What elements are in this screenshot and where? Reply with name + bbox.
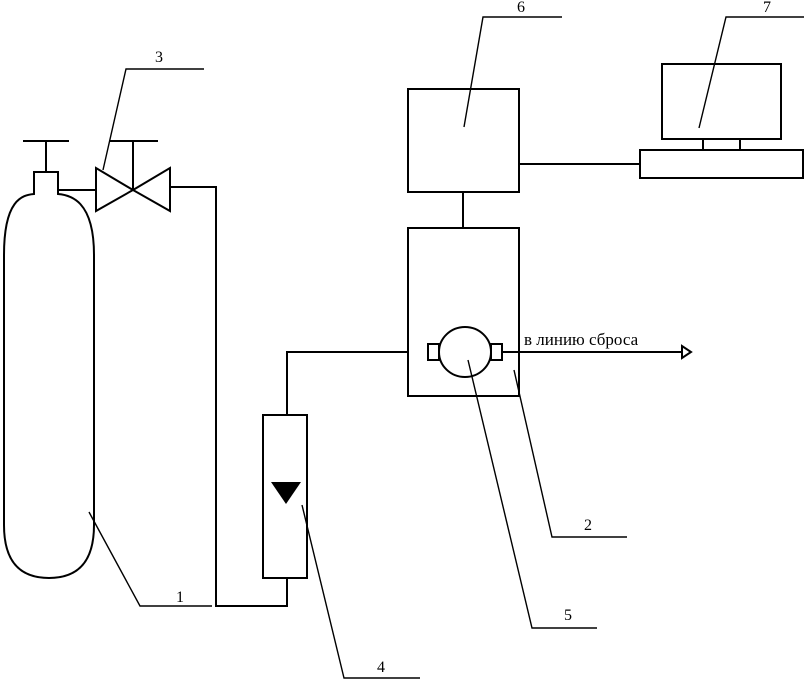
- label-chamber: 2: [584, 517, 592, 534]
- label-flowmeter: 4: [377, 659, 385, 676]
- gas-cylinder: [3, 140, 95, 580]
- label-valve: 3: [155, 49, 163, 66]
- flowmeter: [262, 414, 308, 579]
- label-computer: 7: [763, 0, 771, 16]
- label-cylinder: 1: [176, 589, 184, 606]
- measurement-chamber: [407, 227, 693, 397]
- sensor: [438, 326, 492, 378]
- gas-pipeline: [58, 186, 429, 607]
- label-sensor: 5: [564, 607, 572, 624]
- label-block: 6: [517, 0, 525, 16]
- discharge-line-label: в линию сброса: [524, 330, 639, 349]
- control-block: [407, 88, 640, 228]
- leader-lines: [88, 16, 804, 679]
- computer: [639, 63, 804, 179]
- flowmeter-float-icon: [271, 482, 301, 504]
